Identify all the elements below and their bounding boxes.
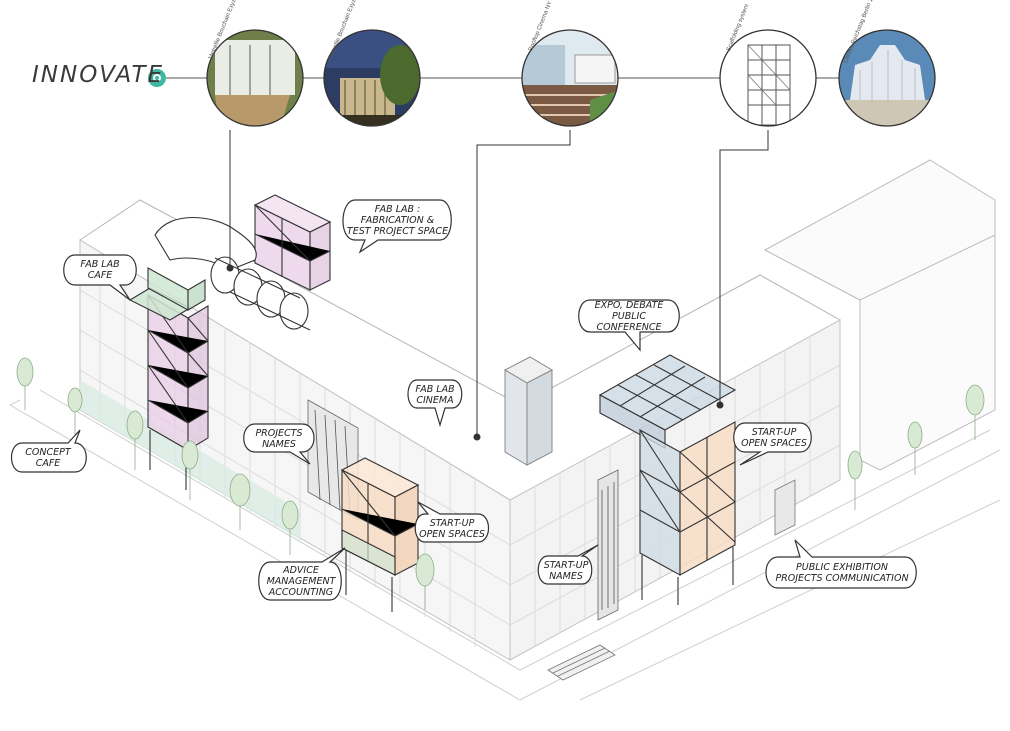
label-startup-open-center: START-UP OPEN SPACES <box>419 517 485 540</box>
reference-photo-4-frame <box>719 29 817 127</box>
label-public-exhibition: PUBLIC EXHIBITION PROJECTS COMMUNICATION <box>775 561 909 584</box>
label-projects-names: PROJECTS NAMES <box>255 427 303 450</box>
reference-photo-3-frame <box>521 29 619 127</box>
reference-photo-3 <box>522 30 618 126</box>
reference-photo-2 <box>324 30 420 126</box>
bubble-startup-open-center <box>414 501 490 543</box>
scaffold-pink-roof <box>253 194 332 291</box>
reference-photo-4 <box>720 30 816 126</box>
bubble-expo-debate <box>578 299 680 352</box>
bubble-startup-names <box>537 544 599 585</box>
reference-photo-5-frame <box>838 29 936 127</box>
label-startup-open-right: START-UP OPEN SPACES <box>741 426 807 449</box>
label-fab-lab-cafe: FAB LAB CAFE <box>80 259 120 281</box>
back-building <box>763 159 996 471</box>
bubble-projects-names <box>243 423 315 465</box>
scaffold-orange-center <box>340 457 420 612</box>
bubble-public-exhibition <box>765 539 917 589</box>
page-title: INNOVATE <box>32 62 165 88</box>
startup-names-panel <box>597 469 619 621</box>
corner-steps <box>547 644 616 681</box>
bubble-fab-lab-fabrication <box>342 199 452 254</box>
ground-plane <box>8 389 1001 701</box>
callout-bubbles <box>10 199 917 601</box>
reference-photo-2-frame <box>323 29 421 127</box>
roof-tower <box>503 356 554 466</box>
bubble-fab-lab-cafe <box>63 254 137 301</box>
trees <box>16 357 985 610</box>
bubble-concept-cafe <box>10 429 87 473</box>
reference-photo-1 <box>207 30 303 126</box>
scaffold-green-cafe <box>128 267 206 321</box>
label-expo-debate: EXPO, DEBATE PUBLIC CONFERENCE <box>594 299 664 333</box>
public-exhibition-panel <box>774 479 796 536</box>
label-concept-cafe: CONCEPT CAFE <box>25 446 71 469</box>
reference-connectors <box>226 130 769 441</box>
timeline-dot <box>148 69 166 87</box>
label-advice: ADVICE MANAGEMENT ACCOUNTING <box>266 565 336 598</box>
label-fab-lab-cinema: FAB LAB CINEMA <box>415 383 455 406</box>
label-startup-names: START-UP NAMES <box>543 559 589 582</box>
scaffold-orange-tower <box>679 421 736 585</box>
scaffold-pink-tower <box>147 294 209 490</box>
bubble-startup-open-right <box>733 422 812 466</box>
scaffold-blue-tower <box>639 429 681 605</box>
bubble-fab-lab-cinema <box>407 379 463 428</box>
reference-photo-1-frame <box>206 29 304 127</box>
inflatable-tube <box>154 216 311 331</box>
bubble-advice <box>258 547 346 601</box>
label-fab-lab-fabrication: FAB LAB : FABRICATION & TEST PROJECT SPA… <box>346 203 449 237</box>
